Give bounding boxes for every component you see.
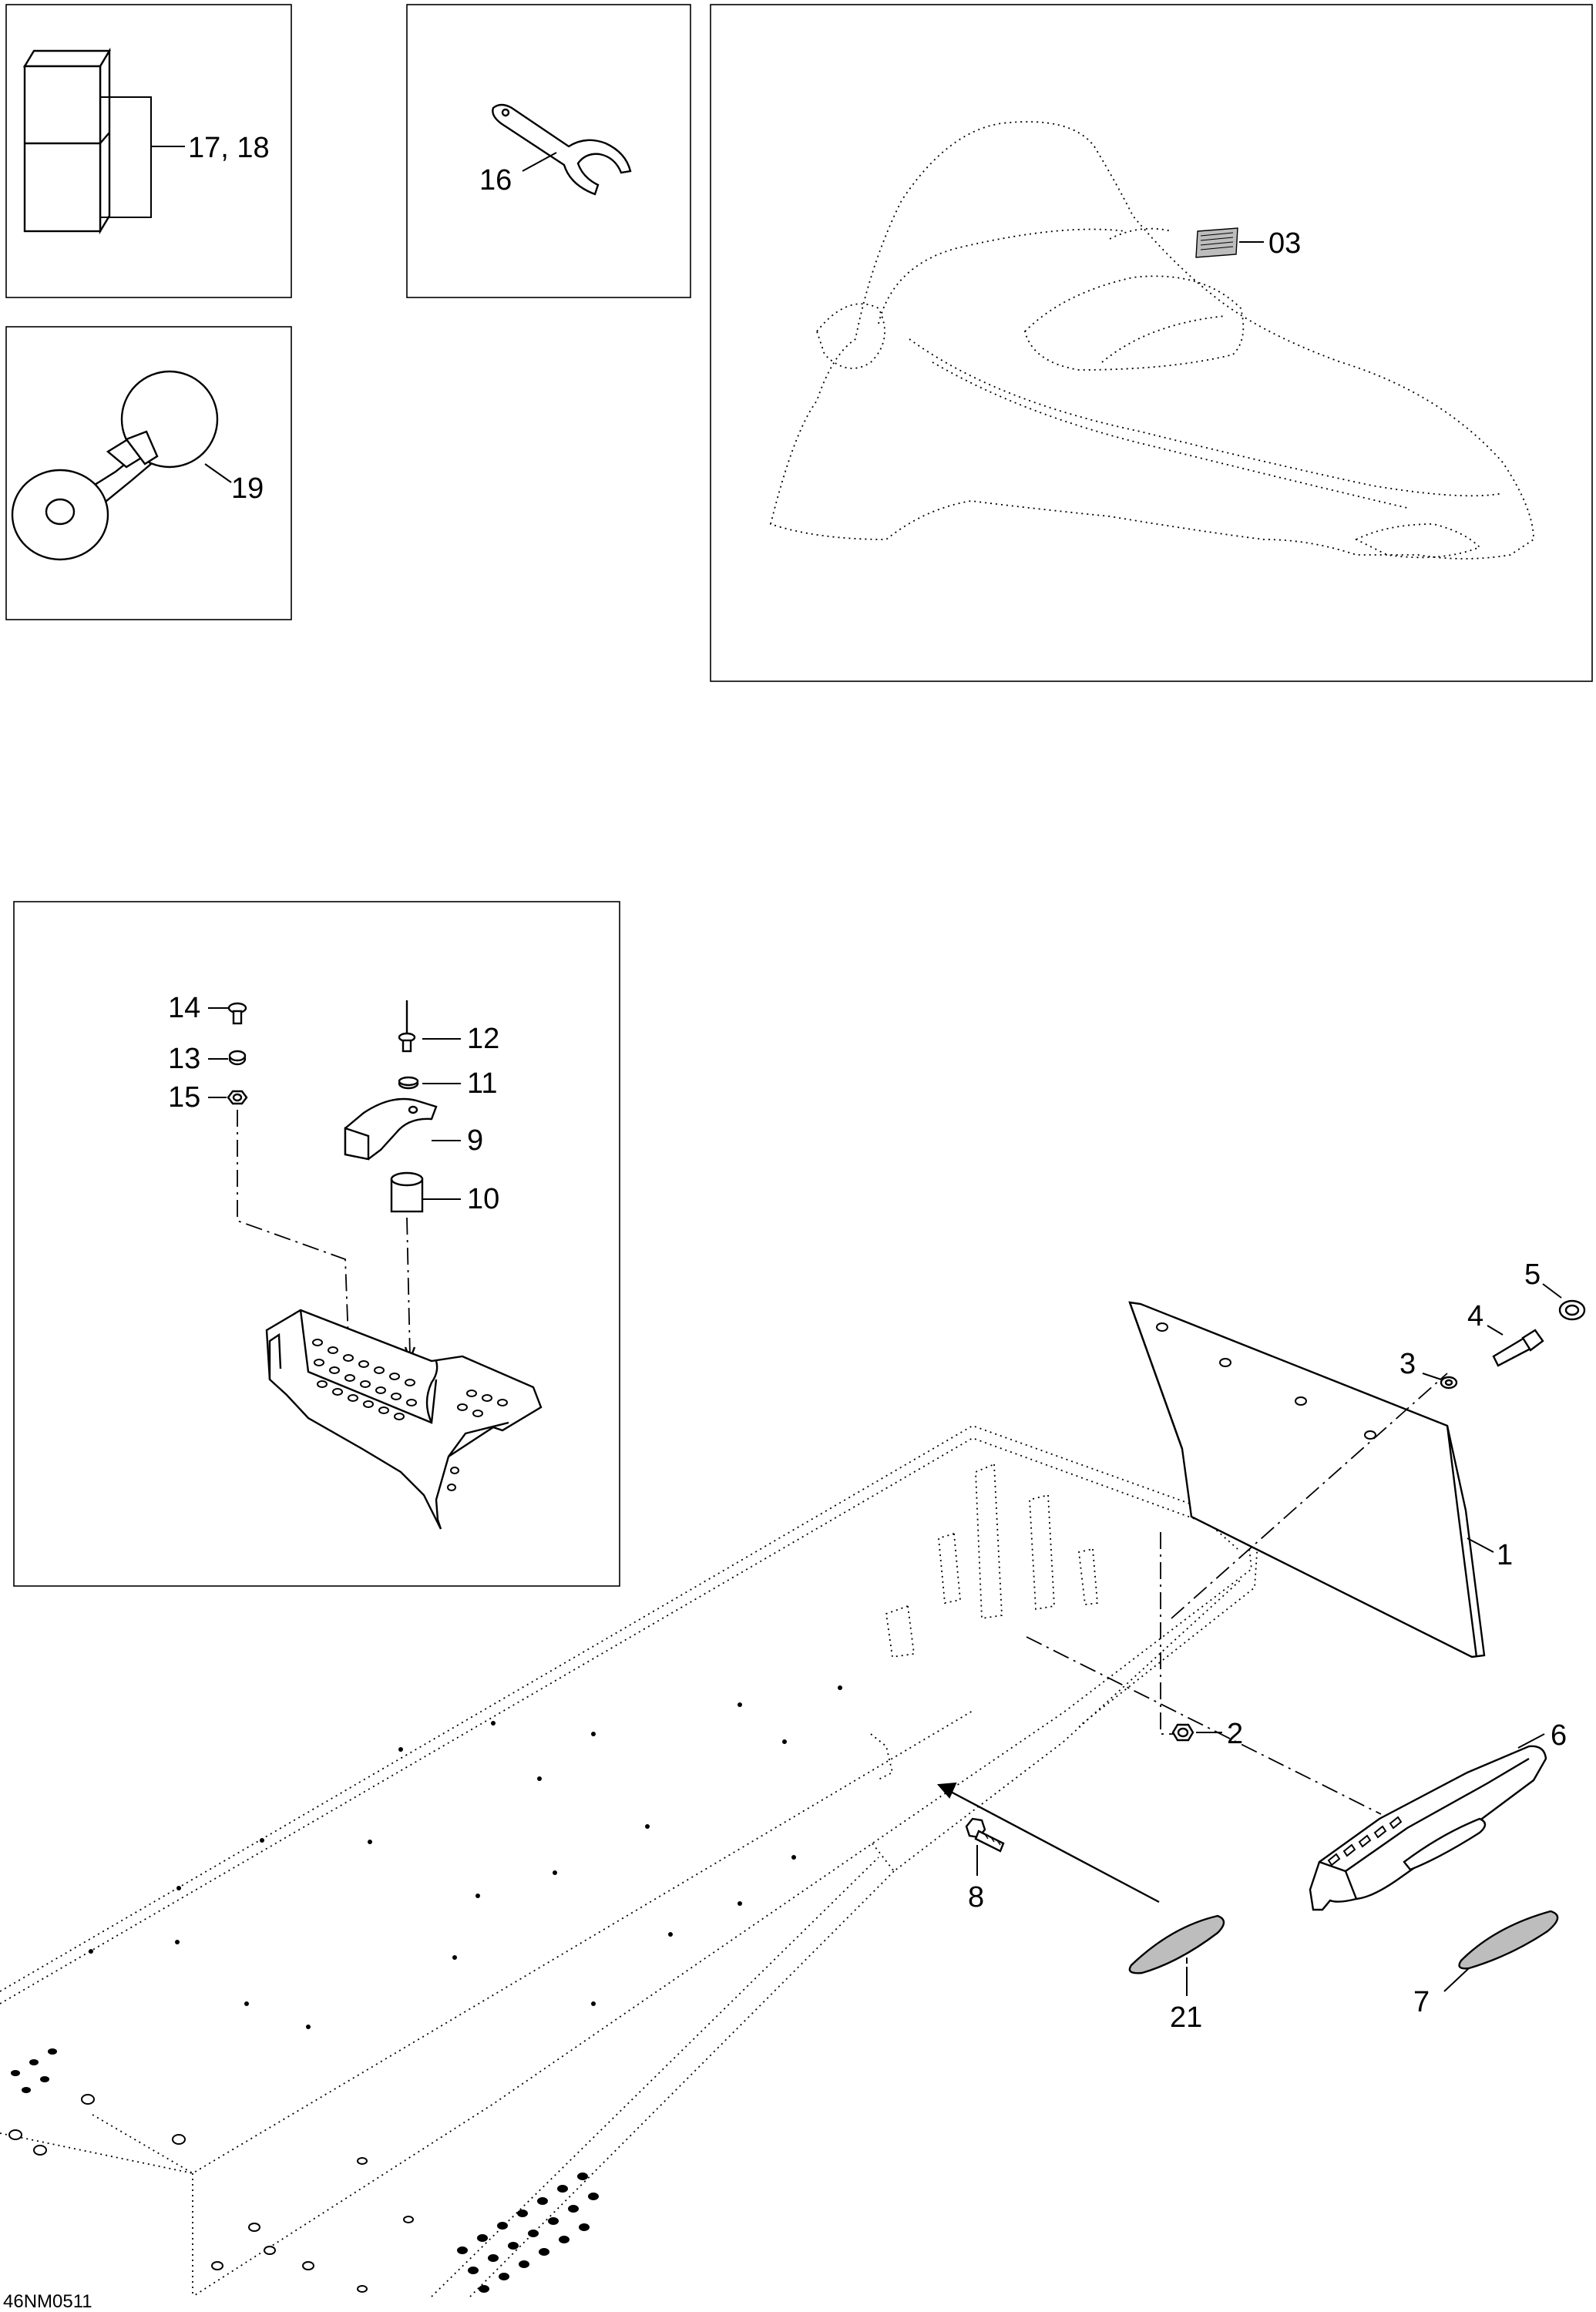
callout-3-leader: [1422, 1373, 1442, 1380]
tunnel-phantom: [0, 1425, 1258, 2297]
spacer-10-part: [390, 1171, 424, 1213]
reflector-21-arrowhead: [936, 1782, 957, 1799]
callout-19: 19: [231, 472, 264, 505]
callout-9: 9: [467, 1124, 483, 1157]
end-cap-part: [1309, 1745, 1547, 1911]
bolt-14-part: [227, 1002, 247, 1025]
rivet-12-part: [398, 1000, 416, 1053]
callout-4-leader: [1487, 1325, 1504, 1336]
callout-6: 6: [1551, 1719, 1567, 1752]
callout-4: 4: [1467, 1300, 1483, 1332]
inset-frame-spanner-wrench: [406, 4, 691, 298]
spacer-block-part: [22, 47, 112, 235]
callout-12: 12: [467, 1023, 499, 1055]
tunnel-holes: [89, 1685, 842, 2029]
warning-decal-part: [1195, 227, 1238, 258]
callout-15: 15: [168, 1081, 200, 1114]
washer-11-part: [398, 1076, 419, 1090]
nut-2-part: [1171, 1723, 1194, 1742]
callout-11: 11: [467, 1067, 497, 1100]
screw-8-part: [965, 1817, 1005, 1853]
horn-part: [11, 370, 219, 561]
callout-14: 14: [168, 992, 200, 1024]
reflector-7-part: [1458, 1910, 1559, 1970]
callout-1: 1: [1497, 1539, 1513, 1571]
callout-5-leader: [1542, 1283, 1562, 1299]
endcap-axis-line: [1026, 1636, 1382, 1815]
callout-7-leader: [1443, 1968, 1470, 1992]
callout-7: 7: [1413, 1986, 1430, 2018]
bolt-4-part: [1492, 1329, 1544, 1367]
figure-code: 46NM0511: [3, 2291, 92, 2312]
callout-19-leader: [204, 463, 232, 483]
callout-1-leader: [1467, 1537, 1494, 1553]
callout-2: 2: [1227, 1718, 1243, 1750]
nut-5-part: [1558, 1299, 1586, 1321]
flap-bolt-axis-line: [1171, 1373, 1448, 1619]
callout-16-leader: [522, 152, 557, 172]
callout-03: 03: [1268, 227, 1301, 260]
reflector-21-part: [1128, 1914, 1225, 1974]
bolt-axis-line: [237, 1110, 349, 1340]
callout-3: 3: [1399, 1348, 1416, 1380]
tunnel-perforation-pattern: [11, 2048, 599, 2293]
snowflap-part: [1128, 1301, 1486, 1658]
callout-6-leader: [1517, 1733, 1545, 1749]
nut-15-part: [227, 1090, 248, 1105]
washer-3-part: [1440, 1376, 1458, 1390]
callout-5: 5: [1524, 1258, 1541, 1291]
hood-windshield-phantom: [769, 121, 1534, 560]
flap-nut-axis-line: [1160, 1532, 1179, 1735]
inset-frame-running-board: [13, 901, 620, 1587]
inset-frame-windshield-decal: [710, 4, 1593, 682]
reflector-21-arrow-line: [949, 1789, 1160, 1904]
tunnel-side-holes: [8, 2094, 414, 2293]
bracket-9-part: [344, 1097, 438, 1161]
callout-17-18: 17, 18: [188, 132, 270, 164]
inset-frame-spacer-block: [5, 4, 292, 298]
inset-frame-horn: [5, 326, 292, 620]
running-board-part: [265, 1309, 543, 1530]
washer-13-part: [228, 1050, 247, 1066]
callout-13: 13: [168, 1043, 200, 1075]
callout-17-18-leader: [100, 96, 185, 218]
spanner-wrench-part: [492, 103, 632, 196]
callout-8: 8: [968, 1881, 984, 1914]
spacer-axis-line: [406, 1217, 411, 1357]
callout-10: 10: [467, 1183, 499, 1215]
callout-16: 16: [479, 164, 512, 197]
callout-21: 21: [1170, 2001, 1202, 2034]
